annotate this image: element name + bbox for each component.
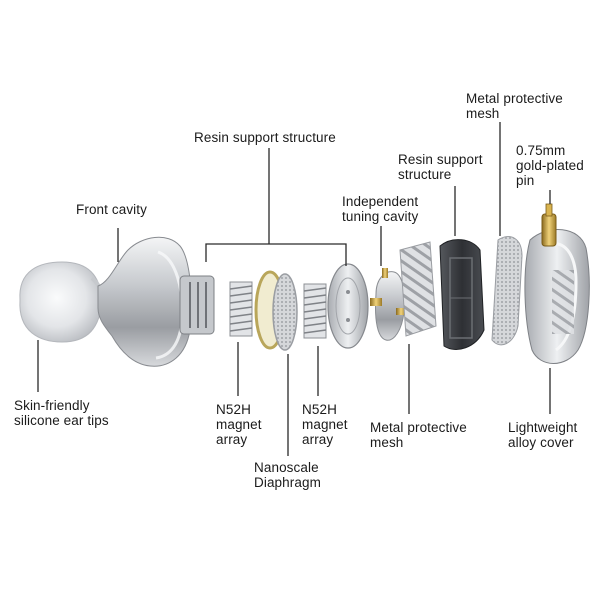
label-magnet-array-right: N52H magnet array	[302, 402, 348, 447]
magnet-array-right	[303, 283, 327, 339]
label-pin: 0.75mm gold-plated pin	[516, 143, 584, 188]
nanoscale-diaphragm	[254, 270, 298, 351]
metal-protective-mesh-right	[491, 236, 523, 346]
label-resin-support-right: Resin support structure	[398, 152, 483, 182]
magnet-array-left	[229, 281, 253, 337]
label-mesh-top: Metal protective mesh	[466, 91, 563, 121]
label-ear-tips: Skin-friendly silicone ear tips	[14, 398, 109, 428]
metal-protective-mesh-middle	[399, 241, 437, 337]
gold-plated-pin	[541, 203, 557, 247]
label-resin-support-top: Resin support structure	[194, 130, 336, 145]
label-alloy-cover: Lightweight alloy cover	[508, 420, 578, 450]
resin-support-structure	[439, 239, 485, 350]
label-mesh-bottom: Metal protective mesh	[370, 420, 467, 450]
label-magnet-array-left: N52H magnet array	[216, 402, 262, 447]
tuning-cavity	[370, 268, 406, 341]
front-cavity-housing	[97, 236, 215, 367]
back-plate	[327, 263, 369, 349]
label-diaphragm: Nanoscale Diaphragm	[254, 460, 321, 490]
alloy-cover	[524, 229, 590, 364]
leader-lines	[37, 122, 551, 456]
silicone-ear-tip	[19, 261, 106, 343]
label-front-cavity: Front cavity	[76, 202, 147, 217]
label-tuning-cavity: Independent tuning cavity	[342, 194, 419, 224]
